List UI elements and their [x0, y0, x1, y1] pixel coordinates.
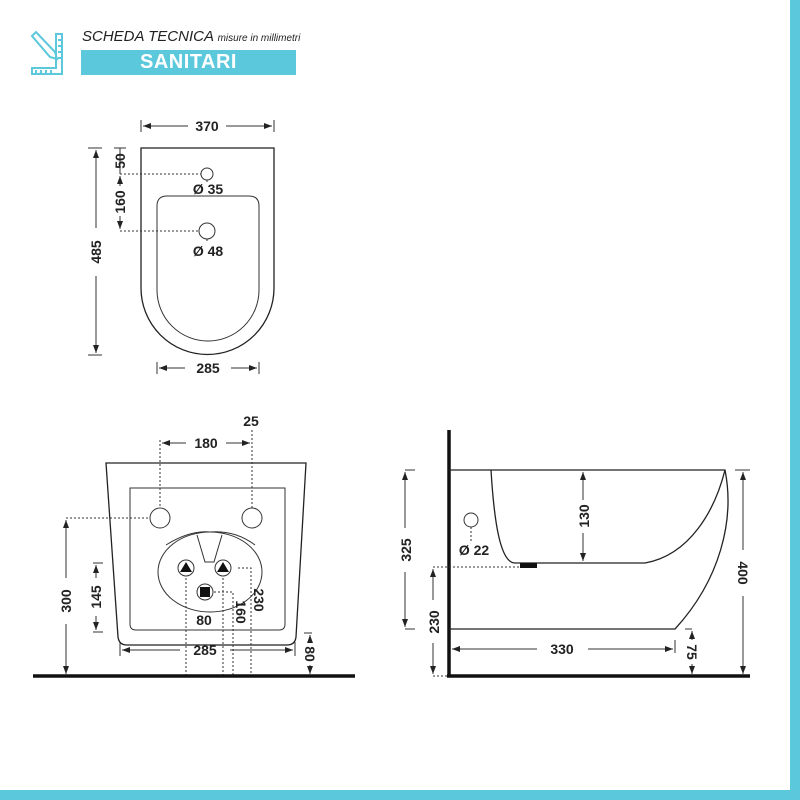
nozzle-left: [177, 559, 195, 577]
front-width-label: 285: [193, 642, 217, 658]
fixing-height-label: 300: [58, 589, 74, 613]
top-view: 370 485 50 160 Ø 35 Ø 48 285: [88, 118, 275, 376]
supply-height-label: 145: [88, 585, 104, 609]
drain-hole: [198, 222, 216, 240]
category-banner: SANITARI: [81, 50, 296, 75]
overflow-hole: [463, 512, 479, 528]
units-note: misure in millimetri: [217, 33, 301, 44]
drain-hole-label: Ø 48: [193, 243, 224, 259]
top-inner-bowl: [156, 195, 260, 342]
side-bowl-curve: [490, 469, 726, 564]
accent-border-bottom: [0, 790, 800, 800]
projection-label: 330: [550, 641, 574, 657]
top-depth-label: 485: [88, 240, 104, 264]
top-outline: [140, 147, 275, 356]
dim-160-label: 160: [233, 600, 249, 624]
fixing-hole-left: [149, 507, 171, 529]
dim-230-label: 230: [251, 588, 267, 612]
front-view: 180 25 300 145 80 230 160 285 80: [33, 413, 355, 678]
bottom-height-label: 75: [684, 644, 700, 660]
tap-offset-label: 50: [112, 153, 128, 169]
rim-height-label: 325: [398, 538, 414, 562]
fixing-hole-right: [241, 507, 263, 529]
fixing-hole-offset-label: 25: [243, 413, 259, 429]
side-view: Ø 22 130 325 230 330 75 400: [398, 430, 751, 678]
nozzle-right: [214, 559, 232, 577]
front-inner-outline: [129, 487, 286, 631]
inner-width-label: 285: [196, 360, 220, 376]
drain-height-label: 230: [426, 610, 442, 634]
drain-blob: [520, 563, 537, 568]
ruler-pencil-icon: [30, 30, 63, 75]
total-height-label: 400: [735, 561, 751, 585]
tap-hole-label: Ø 35: [193, 181, 224, 197]
side-outline: [449, 469, 729, 630]
accent-border-right: [790, 0, 800, 800]
overflow-hole-label: Ø 22: [459, 542, 490, 558]
front-outline: [105, 462, 307, 646]
sheet-title: SCHEDA TECNICA misure in millimetri: [82, 28, 300, 45]
drain-outlet: [196, 583, 214, 601]
bowl-depth-label: 130: [576, 504, 592, 528]
supply-spacing-label: 80: [196, 612, 212, 628]
floor-clearance-label: 80: [302, 646, 318, 662]
tap-hole: [200, 167, 214, 181]
title-text: SCHEDA TECNICA: [82, 28, 214, 45]
top-width-label: 370: [195, 118, 219, 134]
fixing-spacing-label: 180: [194, 435, 218, 451]
drain-offset-label: 160: [112, 190, 128, 214]
